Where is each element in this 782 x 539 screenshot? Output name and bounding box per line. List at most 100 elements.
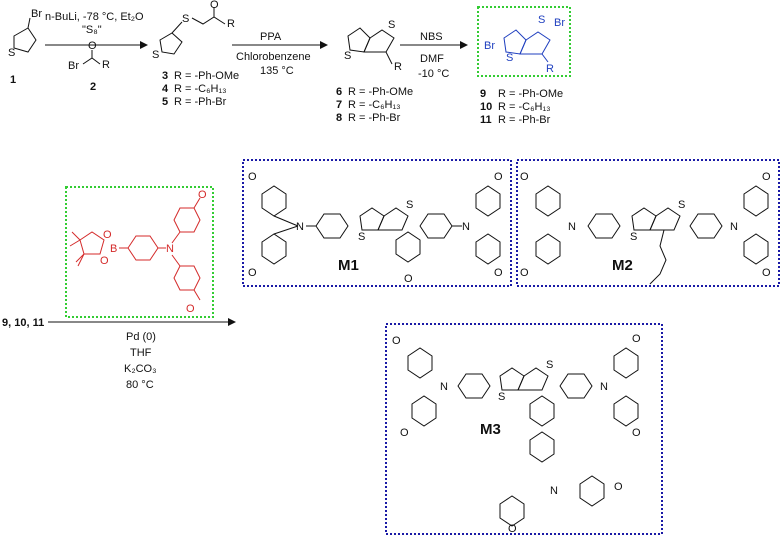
step4-arrow	[48, 318, 236, 326]
oxygen-atom: O	[186, 303, 195, 315]
nitrogen-atom: N	[568, 221, 576, 233]
compound-number-6: 6	[336, 86, 342, 98]
monomer-m1-structure: O O N S S N O O O	[248, 171, 503, 285]
r-group-7: R = -C₆H₁₃	[348, 99, 401, 111]
step3-arrow	[400, 41, 468, 49]
oxygen-atom: O	[88, 40, 97, 52]
step1-condition-sulfur: "S₈"	[82, 24, 102, 36]
compounds-6-8-list: 6 R = -Ph-OMe 7 R = -C₆H₁₃ 8 R = -Ph-Br	[336, 86, 413, 124]
r-group-10: R = -C₆H₁₃	[498, 101, 551, 113]
step3-solvent: DMF	[420, 53, 444, 65]
monomer-box-m2	[516, 159, 780, 287]
sulfur-atom: S	[498, 391, 505, 403]
nitrogen-atom: N	[440, 381, 448, 393]
step4-solvent: THF	[130, 347, 152, 359]
oxygen-atom: O	[762, 267, 771, 279]
nitrogen-atom: N	[296, 221, 304, 233]
nitrogen-atom: N	[166, 243, 174, 255]
monomer-box-m3	[385, 323, 663, 535]
oxygen-atom: O	[494, 267, 503, 279]
sulfur-atom: S	[344, 50, 351, 62]
monomer-label-m1: M1	[338, 257, 359, 274]
r-group-9: R = -Ph-OMe	[498, 88, 563, 100]
oxygen-atom: O	[100, 255, 109, 267]
oxygen-atom: O	[520, 171, 529, 183]
oxygen-atom: O	[762, 171, 771, 183]
bromine-atom: Br	[484, 40, 495, 52]
compound-number-2: 2	[90, 81, 96, 93]
compounds-9-11-list: 9 R = -Ph-OMe 10 R = -C₆H₁₃ 11 R = -Ph-B…	[480, 88, 563, 126]
step2-temperature: 135 °C	[260, 65, 294, 77]
r-group-label: R	[394, 61, 402, 73]
r-group-3: R = -Ph-OMe	[174, 70, 239, 82]
oxygen-atom: O	[520, 267, 529, 279]
compound-number-9: 9	[480, 88, 486, 100]
r-group-5: R = -Ph-Br	[174, 96, 227, 108]
oxygen-atom: O	[404, 273, 413, 285]
oxygen-atom: O	[614, 481, 623, 493]
monomer-m2-structure: O O N S S N O O	[520, 171, 771, 285]
compound-1-structure: Br S	[8, 8, 42, 59]
sulfur-atom: S	[406, 199, 413, 211]
compound-2-structure: Br R O	[68, 40, 110, 72]
sulfur-atom: S	[538, 14, 545, 26]
nitrogen-atom: N	[550, 485, 558, 497]
oxygen-atom: O	[494, 171, 503, 183]
r-group-8: R = -Ph-Br	[348, 112, 401, 124]
sulfur-atom: S	[506, 52, 513, 64]
monomer-m3-structure: O O N S S N O O N O O	[392, 333, 641, 535]
compounds-9-11-structure: Br Br S S R	[484, 14, 565, 75]
oxygen-atom: O	[392, 335, 401, 347]
monomer-label-m2: M2	[612, 257, 633, 274]
boron-atom: B	[110, 243, 117, 255]
step4-catalyst: Pd (0)	[126, 331, 156, 343]
r-group-label: R	[546, 63, 554, 75]
step4-base: K₂CO₃	[124, 363, 157, 375]
nitrogen-atom: N	[600, 381, 608, 393]
sulfur-atom: S	[546, 359, 553, 371]
step1-arrow	[45, 41, 148, 49]
boronate-structure: O O B N O O	[69, 189, 207, 315]
sulfur-atom: S	[388, 19, 395, 31]
compound-number-10: 10	[480, 101, 492, 113]
highlight-box-boronate	[65, 186, 214, 318]
compounds-3-5-structure: S S O R	[152, 0, 235, 61]
oxygen-atom: O	[508, 523, 517, 535]
bromine-atom: Br	[31, 8, 42, 20]
oxygen-atom: O	[103, 229, 112, 241]
compound-number-5: 5	[162, 96, 168, 108]
nitrogen-atom: N	[730, 221, 738, 233]
step2-solvent: Chlorobenzene	[236, 51, 311, 63]
compounds-3-5-list: 3 R = -Ph-OMe 4 R = -C₆H₁₃ 5 R = -Ph-Br	[162, 70, 239, 108]
sulfur-atom: S	[678, 199, 685, 211]
r-group-label: R	[227, 18, 235, 30]
oxygen-atom: O	[248, 267, 257, 279]
oxygen-atom: O	[400, 427, 409, 439]
compounds-6-8-structure: R S S	[344, 19, 402, 73]
step3-temperature: -10 °C	[418, 68, 449, 80]
highlight-box-dibromide	[477, 6, 571, 77]
step4-reactants: 9, 10, 11	[2, 317, 44, 329]
compound-number-1: 1	[10, 74, 16, 86]
oxygen-atom: O	[248, 171, 257, 183]
oxygen-atom: O	[198, 189, 207, 201]
compound-number-3: 3	[162, 70, 168, 82]
compound-number-8: 8	[336, 112, 342, 124]
compound-number-7: 7	[336, 99, 342, 111]
sulfur-atom: S	[358, 231, 365, 243]
r-group-label: R	[102, 59, 110, 71]
sulfur-atom: S	[152, 49, 159, 61]
sulfur-atom: S	[630, 231, 637, 243]
sulfur-atom: S	[182, 13, 189, 25]
compound-number-4: 4	[162, 83, 169, 95]
nitrogen-atom: N	[462, 221, 470, 233]
monomer-box-m1	[242, 159, 512, 287]
bromine-atom: Br	[554, 17, 565, 29]
step1-condition-base: n-BuLi, -78 °C, Et₂O	[45, 11, 144, 23]
step3-condition-above: NBS	[420, 31, 443, 43]
monomer-label-m3: M3	[480, 421, 501, 438]
bromine-atom: Br	[68, 60, 79, 72]
oxygen-atom: O	[632, 333, 641, 345]
